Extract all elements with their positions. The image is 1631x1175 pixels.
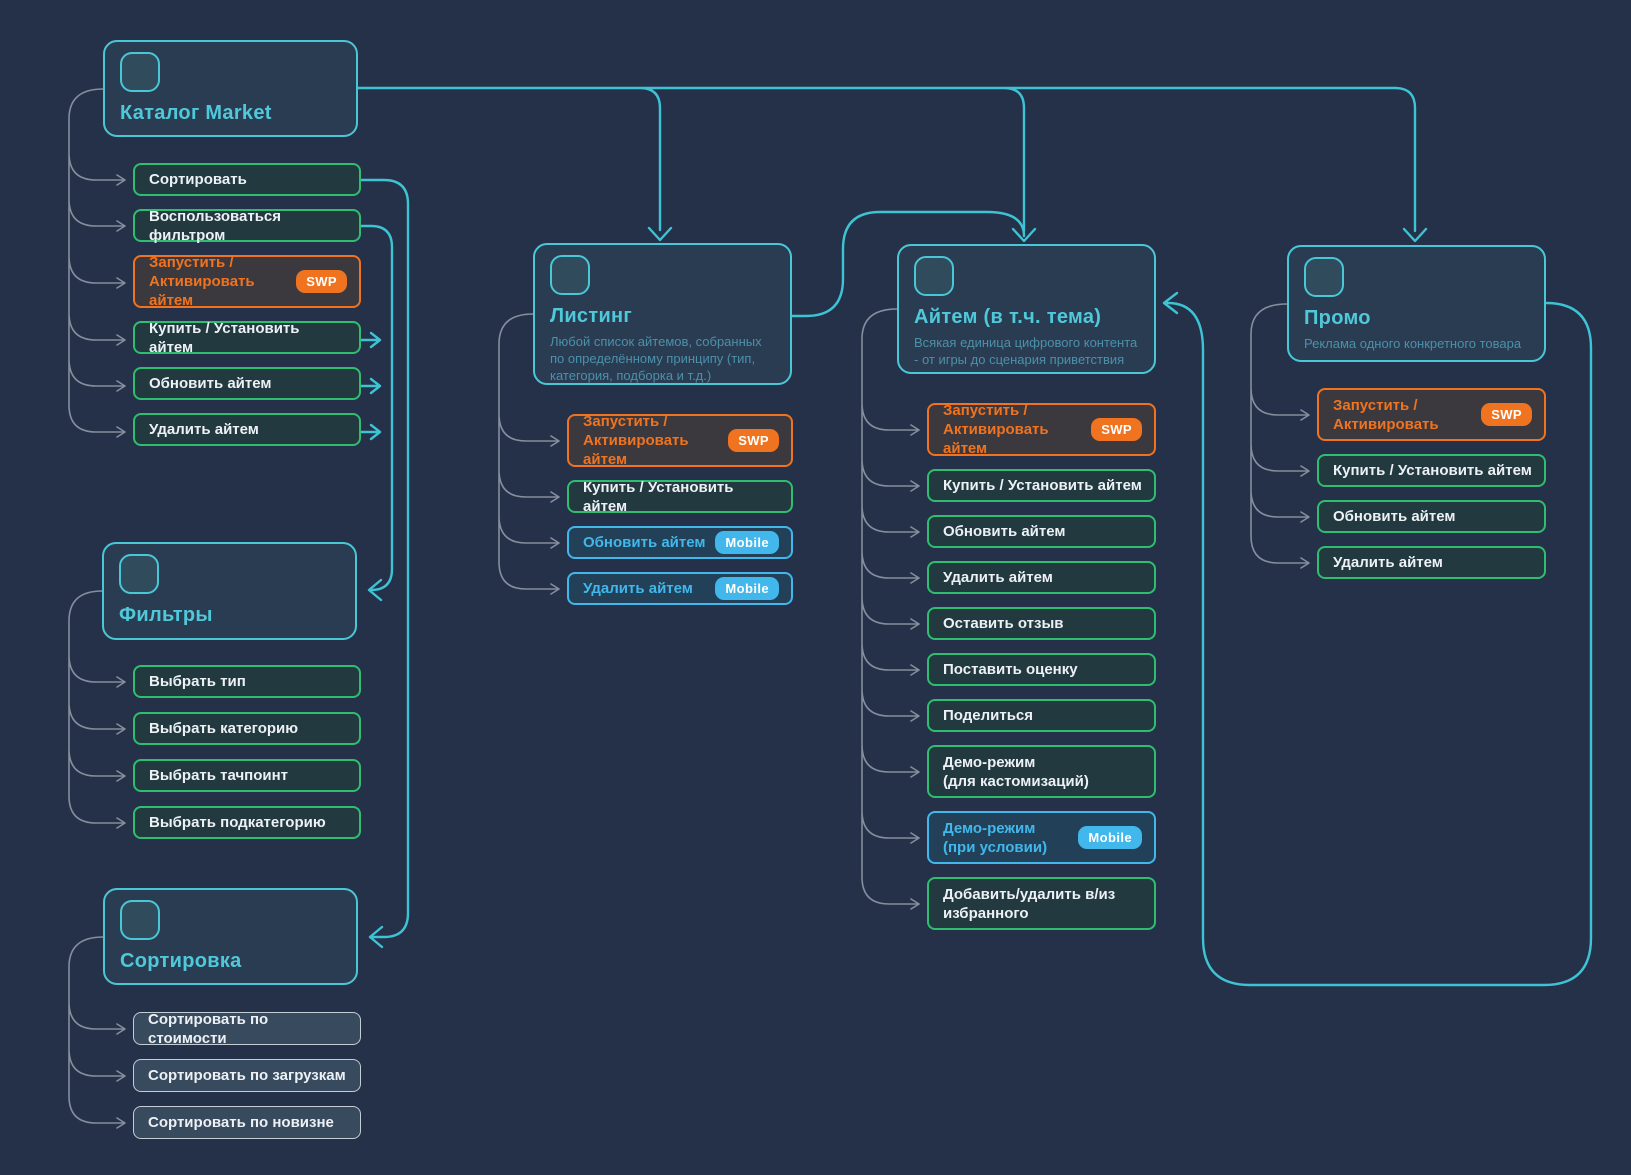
action-launch-activate-item[interactable]: Запустить / Активировать айтем SWP xyxy=(133,254,361,309)
node-filters[interactable]: Фильтры xyxy=(102,542,357,640)
action-buy-install-item[interactable]: Купить / Установить айтем xyxy=(1317,454,1546,487)
action-choose-touchpoint[interactable]: Выбрать тачпоинт xyxy=(133,759,361,792)
item-title: Айтем (в т.ч. тема) xyxy=(914,306,1102,328)
node-sorting[interactable]: Сортировка xyxy=(103,888,358,985)
mobile-badge: Mobile xyxy=(715,577,779,600)
filters-icon xyxy=(119,554,159,594)
action-delete-item-mobile[interactable]: Удалить айтем Mobile xyxy=(567,572,793,605)
catalog-branch-lines xyxy=(68,88,126,438)
flow-listing-to-item xyxy=(790,210,1026,318)
action-launch-activate-item[interactable]: Запустить / Активировать айтем SWP xyxy=(567,413,793,468)
node-promo[interactable]: Промо Реклама одного конкретного товара xyxy=(1287,245,1546,362)
sorting-branch-lines xyxy=(68,936,126,1129)
swp-badge: SWP xyxy=(728,429,779,452)
cyan-connectors xyxy=(356,86,1593,987)
listing-actions: Запустить / Активировать айтем SWP Купит… xyxy=(567,413,793,605)
filters-branch-lines xyxy=(68,590,126,829)
action-update-item[interactable]: Обновить айтем xyxy=(1317,500,1546,533)
promo-branch-lines xyxy=(1250,303,1310,569)
listing-icon xyxy=(550,255,590,295)
catalog-actions: Сортировать Воспользоваться фильтром Зап… xyxy=(133,163,361,446)
listing-branch-lines xyxy=(498,313,560,595)
filters-actions: Выбрать тип Выбрать категорию Выбрать та… xyxy=(133,665,361,839)
item-icon xyxy=(914,256,954,296)
sorting-icon xyxy=(120,900,160,940)
action-sort-by-novelty[interactable]: Сортировать по новизне xyxy=(133,1106,361,1139)
action-update-item[interactable]: Обновить айтем xyxy=(133,367,361,400)
swp-badge: SWP xyxy=(1481,403,1532,426)
action-choose-category[interactable]: Выбрать категорию xyxy=(133,712,361,745)
sorting-actions: Сортировать по стоимости Сортировать по … xyxy=(133,1011,361,1139)
flow-filter-to-filters xyxy=(359,224,394,602)
sorting-title: Сортировка xyxy=(120,950,242,972)
catalog-stub-arrows xyxy=(359,331,382,441)
gray-connectors xyxy=(68,88,1310,1129)
promo-icon xyxy=(1304,257,1344,297)
flow-promo-to-item-loop xyxy=(1162,291,1593,987)
mobile-badge: Mobile xyxy=(1078,826,1142,849)
promo-title: Промо xyxy=(1304,307,1371,329)
item-description: Всякая единица цифрового контента - от и… xyxy=(914,335,1138,367)
node-catalog[interactable]: Каталог Market xyxy=(103,40,358,137)
action-update-item[interactable]: Обновить айтем xyxy=(927,515,1156,548)
action-buy-install-item[interactable]: Купить / Установить айтем xyxy=(927,469,1156,502)
action-delete-item[interactable]: Удалить айтем xyxy=(927,561,1156,594)
action-sort[interactable]: Сортировать xyxy=(133,163,361,196)
action-choose-type[interactable]: Выбрать тип xyxy=(133,665,361,698)
node-listing[interactable]: Листинг Любой список айтемов, собранных … xyxy=(533,243,792,385)
catalog-title: Каталог Market xyxy=(120,102,272,124)
item-actions: Запустить / Активировать айтем SWP Купит… xyxy=(927,402,1156,930)
action-choose-subcategory[interactable]: Выбрать подкатегорию xyxy=(133,806,361,839)
node-item[interactable]: Айтем (в т.ч. тема) Всякая единица цифро… xyxy=(897,244,1156,374)
listing-title: Листинг xyxy=(550,305,633,327)
action-delete-item[interactable]: Удалить айтем xyxy=(133,413,361,446)
action-update-item-mobile[interactable]: Обновить айтем Mobile xyxy=(567,526,793,559)
action-delete-item[interactable]: Удалить айтем xyxy=(1317,546,1546,579)
action-rate[interactable]: Поставить оценку xyxy=(927,653,1156,686)
action-launch-activate-item[interactable]: Запустить / Активировать айтем SWP xyxy=(927,402,1156,457)
flow-catalog-to-columns xyxy=(356,86,1428,243)
promo-actions: Запустить / Активировать SWP Купить / Ус… xyxy=(1317,388,1546,579)
flow-sort-to-sorting xyxy=(359,178,410,949)
catalog-icon xyxy=(120,52,160,92)
item-branch-lines xyxy=(861,308,920,910)
action-demo-mode-conditional[interactable]: Демо-режим (при условии) Mobile xyxy=(927,811,1156,864)
swp-badge: SWP xyxy=(1091,418,1142,441)
promo-description: Реклама одного конкретного товара xyxy=(1304,336,1522,351)
action-favorites-toggle[interactable]: Добавить/удалить в/из избранного xyxy=(927,877,1156,930)
action-buy-install-item[interactable]: Купить / Установить айтем xyxy=(133,320,361,356)
filters-title: Фильтры xyxy=(119,604,213,626)
listing-description: Любой список айтемов, собранных по опред… xyxy=(550,334,762,383)
mobile-badge: Mobile xyxy=(715,531,779,554)
action-sort-by-price[interactable]: Сортировать по стоимости xyxy=(133,1011,361,1047)
action-share[interactable]: Поделиться xyxy=(927,699,1156,732)
action-buy-install-item[interactable]: Купить / Установить айтем xyxy=(567,479,793,515)
action-use-filter[interactable]: Воспользоваться фильтром xyxy=(133,208,361,244)
swp-badge: SWP xyxy=(296,270,347,293)
action-leave-review[interactable]: Оставить отзыв xyxy=(927,607,1156,640)
action-demo-mode-customization[interactable]: Демо-режим (для кастомизаций) xyxy=(927,745,1156,798)
action-launch-activate[interactable]: Запустить / Активировать SWP xyxy=(1317,388,1546,441)
action-sort-by-downloads[interactable]: Сортировать по загрузкам xyxy=(133,1059,361,1092)
